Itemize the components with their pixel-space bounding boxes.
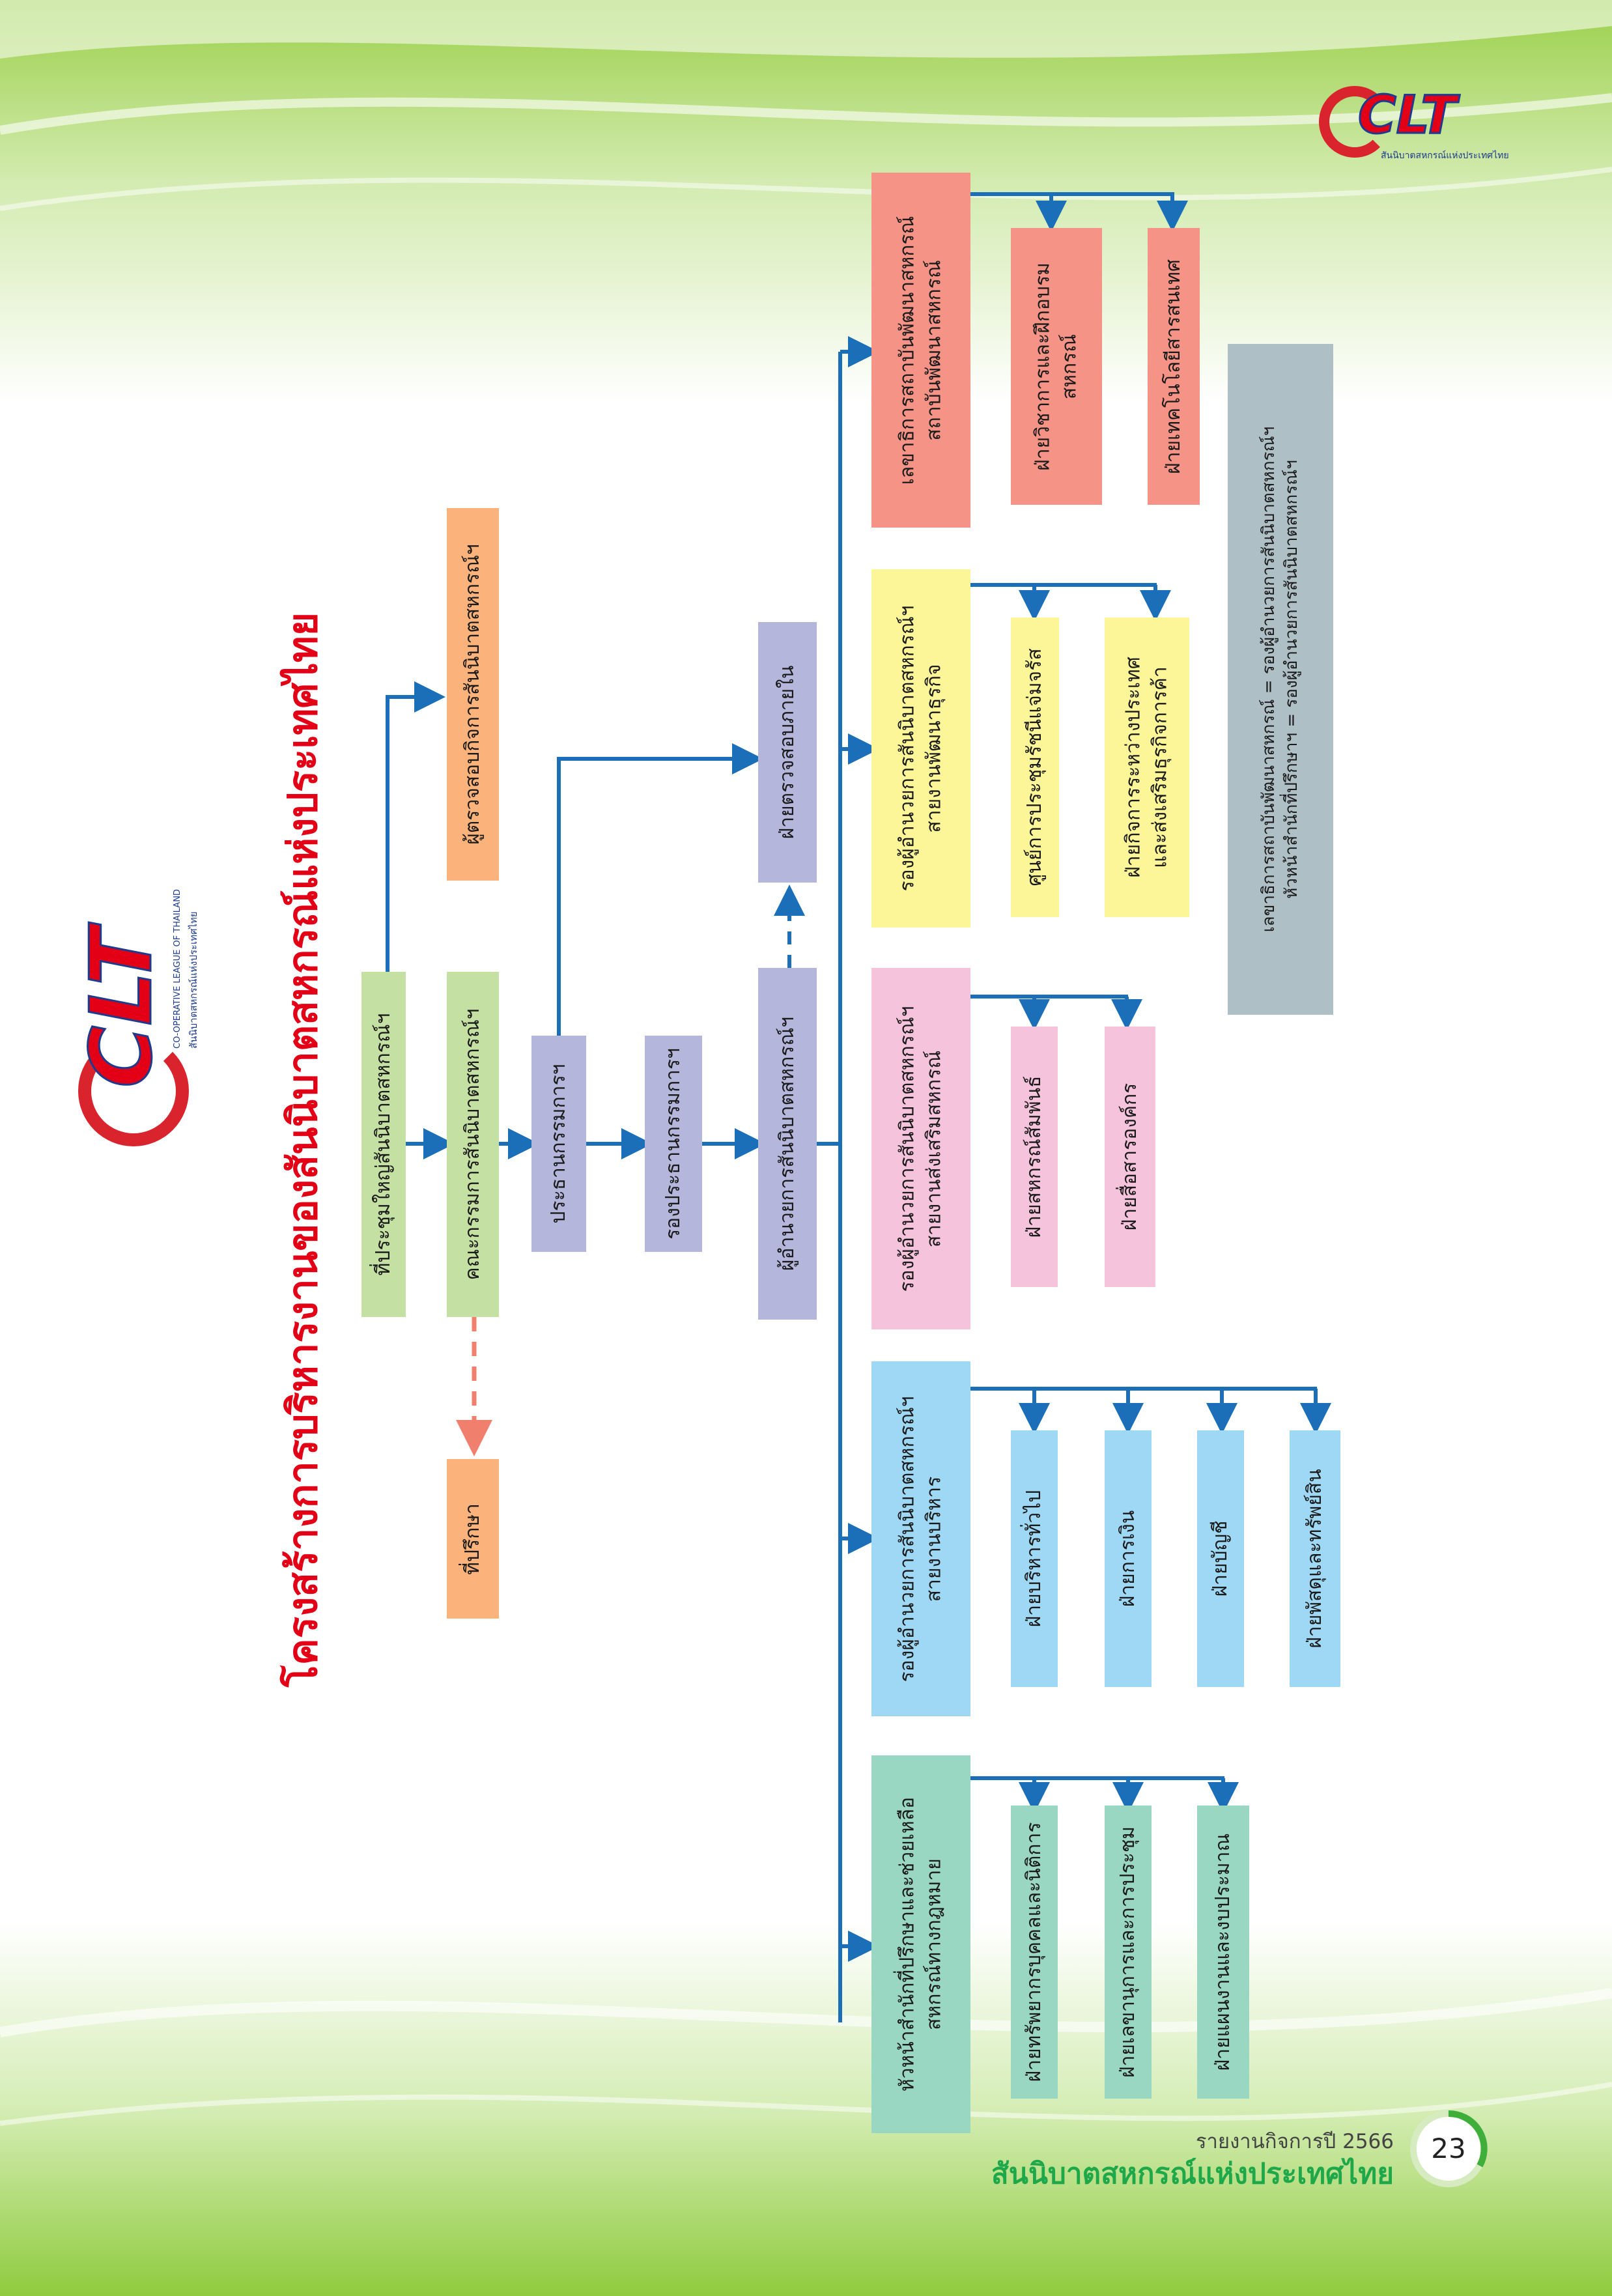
dept-academic-training-label-line: ฝ่ายวิชาการและฝึกอบรม (1031, 262, 1054, 471)
vice-chairman-box: รองประธานกรรมการฯ (645, 1036, 702, 1252)
legal-head-label-line: หัวหน้าสำนักที่ปรึกษาและช่วยเหลือ (896, 1796, 919, 2092)
business-deputy-box: รองผู้อำนวยการสันนิบาตสหกรณ์ฯสายงานพัฒนา… (871, 569, 970, 928)
dept-finance-box: ฝ่ายการเงิน (1105, 1430, 1152, 1687)
vice-chairman-label: รองประธานกรรมการฯ (661, 1048, 685, 1240)
dept-conference-center-box: ศูนย์การประชุมรัชนีแจ่มจรัส (1011, 617, 1059, 917)
general-meeting-label: ที่ประชุมใหญ่สันนิบาตสหกรณ์ฯ (371, 1013, 395, 1276)
dept-it-box: ฝ่ายเทคโนโลยีสารสนเทศ (1148, 228, 1200, 505)
footer-org-name: สันนิบาตสหกรณ์แห่งประเทศไทย (991, 2157, 1394, 2190)
dept-international-label-line: ฝ่ายกิจการระหว่างประเทศ (1122, 657, 1145, 878)
advisor-box: ที่ปรึกษา (447, 1459, 499, 1619)
institute-secretary-box: เลขาธิการสถาบันพัฒนาสหกรณ์สถาบันพัฒนาสหก… (871, 173, 970, 528)
institute-secretary-label-line: เลขาธิการสถาบันพัฒนาสหกรณ์ (896, 216, 919, 485)
auditor-box: ผู้ตรวจสอบกิจการสันนิบาตสหกรณ์ฯ (447, 508, 499, 881)
branch-institute (970, 192, 1174, 215)
general-meeting-box: ที่ประชุมใหญ่สันนิบาตสหกรณ์ฯ (361, 972, 406, 1317)
dept-hr-legal-label: ฝ่ายทรัพยากรบุคคลและนิติการ (1022, 1822, 1045, 2082)
dept-communications-label: ฝ่ายสื่อสารองค์กร (1118, 1083, 1141, 1231)
note-label: เลขาธิการสถาบันพัฒนาสหกรณ์ = รองผู้อำนวย… (1258, 427, 1303, 932)
admin-deputy-label: รองผู้อำนวยการสันนิบาตสหกรณ์ฯสายงานบริหา… (895, 1396, 948, 1682)
note-box: เลขาธิการสถาบันพัฒนาสหกรณ์ = รองผู้อำนวย… (1228, 344, 1333, 1015)
arrow-chairman-to-internal-audit (557, 743, 763, 1036)
logo-subtitle: สันนิบาตสหกรณ์แห่งประเทศไทย (1381, 150, 1509, 161)
dept-general-admin-label: ฝ่ายบริหารทั่วไป (1022, 1490, 1045, 1628)
dept-communications-box: ฝ่ายสื่อสารองค์กร (1105, 1027, 1155, 1287)
dept-conference-center-label: ศูนย์การประชุมรัชนีแจ่มจรัส (1023, 648, 1046, 886)
admin-deputy-box: รองผู้อำนวยการสันนิบาตสหกรณ์ฯสายงานบริหา… (871, 1361, 970, 1716)
page-number-badge: 23 (1407, 2107, 1490, 2190)
page-badge-ring-icon (1410, 2110, 1488, 2187)
chairman-box: ประธานกรรมการฯ (531, 1036, 586, 1252)
director-label: ผู้อำนวยการสันนิบาตสหกรณ์ฯ (775, 1016, 799, 1271)
dept-procurement-box: ฝ่ายพัสดุและทรัพย์สิน (1290, 1430, 1340, 1687)
director-box: ผู้อำนวยการสันนิบาตสหกรณ์ฯ (758, 968, 817, 1320)
dept-international-label-line: และส่งเสริมธุรกิจการค้า (1148, 666, 1171, 868)
admin-deputy-label-line: รองผู้อำนวยการสันนิบาตสหกรณ์ฯ (896, 1395, 919, 1682)
promo-deputy-label-line: สายงานส่งเสริมสหกรณ์ (922, 1050, 945, 1247)
internal-audit-box: ฝ่ายตรวจสอบภายใน (758, 622, 817, 883)
logo-wordmark: CLT (1357, 84, 1457, 147)
business-deputy-label-line: รองผู้อำนวยการสันนิบาตสหกรณ์ฯ (896, 605, 919, 892)
page-number: 23 (1431, 2133, 1466, 2164)
board-box: คณะกรรมการสันนิบาตสหกรณ์ฯ (447, 972, 499, 1317)
business-deputy-label-line: สายงานพัฒนาธุรกิจ (922, 664, 945, 833)
dept-hr-legal-box: ฝ่ายทรัพยากรบุคคลและนิติการ (1011, 1806, 1058, 2099)
promo-deputy-label: รองผู้อำนวยการสันนิบาตสหกรณ์ฯสายงานส่งเส… (895, 1006, 948, 1292)
dept-accounting-box: ฝ่ายบัญชี (1197, 1430, 1244, 1687)
admin-deputy-label-line: สายงานบริหาร (922, 1476, 945, 1602)
note-label-line: เลขาธิการสถาบันพัฒนาสหกรณ์ = รองผู้อำนวย… (1258, 426, 1279, 933)
dept-international-box: ฝ่ายกิจการระหว่างประเทศและส่งเสริมธุรกิจ… (1105, 617, 1189, 917)
legal-head-box: หัวหน้าสำนักที่ปรึกษาและช่วยเหลือสหกรณ์ท… (871, 1755, 970, 2133)
legal-head-label: หัวหน้าสำนักที่ปรึกษาและช่วยเหลือสหกรณ์ท… (895, 1797, 948, 2091)
advisor-label: ที่ปรึกษา (460, 1503, 484, 1575)
dept-academic-training-box: ฝ่ายวิชาการและฝึกอบรมสหกรณ์ (1011, 228, 1102, 505)
dept-coop-relations-label: ฝ่ายสหกรณ์สัมพันธ์ (1022, 1075, 1045, 1238)
chairman-label: ประธานกรรมการฯ (546, 1064, 570, 1224)
promo-deputy-label-line: รองผู้อำนวยการสันนิบาตสหกรณ์ฯ (896, 1005, 919, 1292)
dept-academic-training-label-line: สหกรณ์ (1058, 333, 1081, 399)
logo-top: CLT สันนิบาตสหกรณ์แห่งประเทศไทย (1319, 83, 1527, 168)
arrow-meeting-to-auditor (386, 681, 445, 972)
footer-report-year: รายงานกิจการปี 2566 (1195, 2130, 1394, 2153)
promo-deputy-box: รองผู้อำนวยการสันนิบาตสหกรณ์ฯสายงานส่งเส… (871, 968, 970, 1329)
dept-secretariat-box: ฝ่ายเลขานุการและการประชุม (1105, 1806, 1152, 2099)
auditor-label: ผู้ตรวจสอบกิจการสันนิบาตสหกรณ์ฯ (460, 544, 484, 845)
internal-audit-label: ฝ่ายตรวจสอบภายใน (775, 665, 799, 840)
institute-secretary-label-line: สถาบันพัฒนาสหกรณ์ (922, 259, 945, 441)
legal-head-label-line: สหกรณ์ทางกฎหมาย (922, 1858, 945, 2030)
dept-coop-relations-box: ฝ่ายสหกรณ์สัมพันธ์ (1011, 1027, 1058, 1287)
dept-plan-budget-label: ฝ่ายแผนงานและงบประมาณ (1211, 1833, 1234, 2071)
board-label: คณะกรรมการสันนิบาตสหกรณ์ฯ (460, 1008, 484, 1281)
note-label-line: หัวหน้าสำนักที่ปรึกษาฯ = รองผู้อำนวยการส… (1282, 460, 1301, 899)
connector-lines (386, 192, 1331, 2022)
dept-accounting-label: ฝ่ายบัญชี (1208, 1520, 1232, 1597)
dept-finance-label: ฝ่ายการเงิน (1116, 1510, 1139, 1608)
dept-academic-training-label: ฝ่ายวิชาการและฝึกอบรมสหกรณ์ (1030, 262, 1083, 471)
business-deputy-label: รองผู้อำนวยการสันนิบาตสหกรณ์ฯสายงานพัฒนา… (895, 605, 948, 891)
dept-general-admin-box: ฝ่ายบริหารทั่วไป (1011, 1430, 1058, 1687)
dept-procurement-label: ฝ่ายพัสดุและทรัพย์สิน (1303, 1469, 1326, 1649)
dept-secretariat-label: ฝ่ายเลขานุการและการประชุม (1116, 1826, 1139, 2078)
dept-it-label: ฝ่ายเทคโนโลยีสารสนเทศ (1161, 259, 1185, 474)
dept-plan-budget-box: ฝ่ายแผนงานและงบประมาณ (1197, 1806, 1249, 2099)
dept-international-label: ฝ่ายกิจการระหว่างประเทศและส่งเสริมธุรกิจ… (1121, 657, 1174, 878)
institute-secretary-label: เลขาธิการสถาบันพัฒนาสหกรณ์สถาบันพัฒนาสหก… (895, 216, 948, 485)
